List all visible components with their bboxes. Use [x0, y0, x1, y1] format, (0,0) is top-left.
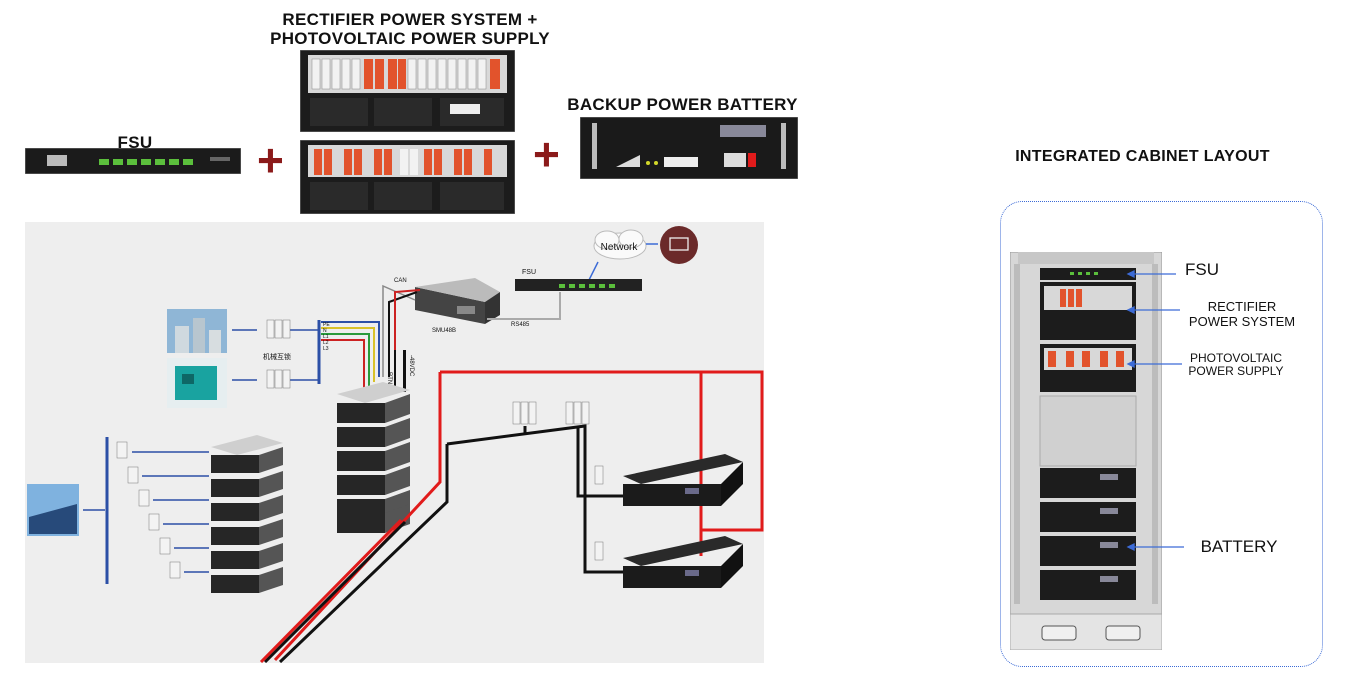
cabinet-label-pv-line1: PHOTOVOLTAIC: [1189, 351, 1282, 365]
rtn-label: RTN: [386, 372, 392, 384]
cabinet-label-rectifier-line1: RECTIFIER: [1207, 299, 1277, 314]
bus-label-l1: L1: [323, 334, 329, 340]
pv-input-breakers: [116, 441, 181, 579]
rectifier-title-line1: RECTIFIER POWER SYSTEM +: [282, 10, 538, 29]
cabinet-label-battery: BATTERY: [1200, 537, 1278, 556]
pv-unit-image: [300, 140, 515, 214]
cabinet-label-pv-line2: POWER SUPPLY: [1188, 364, 1284, 378]
battery-breakers: [512, 401, 604, 561]
network-label: Network: [601, 242, 639, 253]
red-dc-wire: [273, 372, 442, 662]
can-label: CAN: [394, 278, 407, 284]
dc-label: -48VDC: [408, 355, 414, 377]
rs485-label: RS485: [511, 322, 530, 328]
cabinet-label-fsu: FSU: [1185, 260, 1219, 279]
fsu-title: FSU: [117, 133, 153, 152]
rectifier-unit-image: [300, 50, 515, 132]
interlock-breakers: [266, 319, 291, 389]
plus-sign-2: +: [533, 128, 560, 180]
bus-label-l3: L3: [323, 346, 329, 352]
diagram-fsu-label: FSU: [522, 269, 536, 276]
smu-unit: [415, 287, 485, 324]
cabinet-pointer-lines: [1126, 269, 1184, 552]
network-cloud: [593, 229, 647, 260]
cabinet-label-pv: PHOTOVOLTAIC POWER SUPPLY: [1180, 352, 1292, 378]
battery-title: BACKUP POWER BATTERY: [567, 95, 798, 114]
cabinet-label-rectifier: RECTIFIER POWER SYSTEM: [1180, 299, 1304, 329]
diagram-fsu-unit: [515, 279, 642, 291]
cabinet-rack-image: [1010, 252, 1162, 650]
bus-label-n: N: [323, 328, 327, 334]
cabinet-title: INTEGRATED CABINET LAYOUT: [1015, 148, 1270, 165]
battery-module-1: [623, 454, 743, 506]
bus-label-l2: L2: [323, 340, 329, 346]
plus-sign-1: +: [257, 134, 284, 186]
router-icon: [660, 226, 698, 264]
black-dc-wire: [278, 444, 449, 663]
rectifier-title: RECTIFIER POWER SYSTEM + PHOTOVOLTAIC PO…: [250, 10, 570, 48]
wiring-diagram: Network FSU SMU48B CAN RS485 PE N L1 L2 …: [25, 222, 764, 663]
bus-label-pe: PE: [323, 322, 330, 328]
cabinet-frame: [1000, 201, 1323, 667]
battery-unit-image: [580, 117, 798, 179]
fsu-unit-image: [25, 148, 241, 174]
cabinet-label-rectifier-line2: POWER SYSTEM: [1188, 314, 1296, 329]
pv-module-stack: [211, 435, 283, 593]
smu-label: SMU48B: [432, 328, 456, 334]
rectifier-module-stack: [337, 382, 410, 533]
interlock-label: 机械互锁: [263, 352, 291, 361]
rectifier-title-line2: PHOTOVOLTAIC POWER SUPPLY: [270, 29, 550, 48]
battery-module-2: [623, 536, 743, 588]
